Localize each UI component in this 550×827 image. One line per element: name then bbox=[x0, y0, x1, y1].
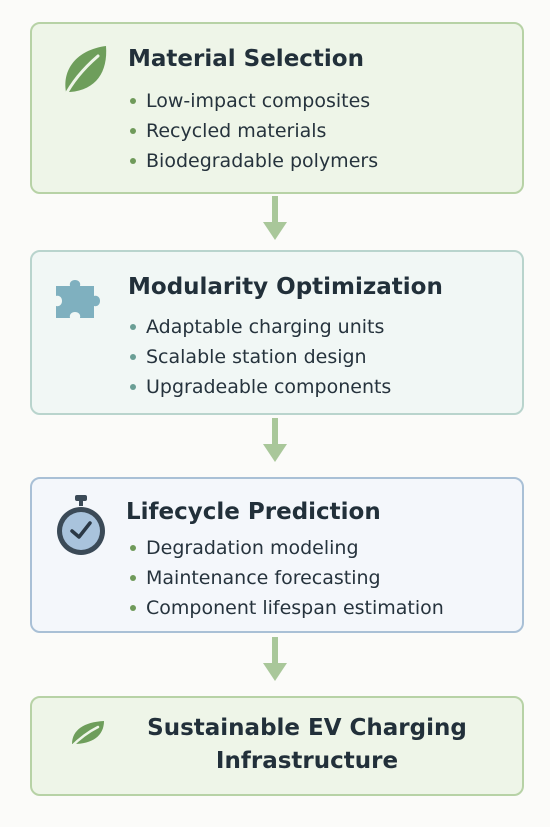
bullet-icon bbox=[130, 354, 136, 360]
list-item: Low-impact composites bbox=[128, 86, 378, 116]
stage-item-list: Low-impact composites Recycled materials… bbox=[128, 86, 378, 176]
bullet-icon bbox=[130, 128, 136, 134]
stopwatch-icon bbox=[57, 495, 105, 555]
list-item: Degradation modeling bbox=[128, 533, 444, 563]
bullet-icon bbox=[130, 98, 136, 104]
puzzle-piece-icon bbox=[56, 280, 100, 318]
list-item: Scalable station design bbox=[128, 342, 391, 372]
down-arrow-icon bbox=[263, 637, 287, 681]
outcome-title-line1: Sustainable EV Charging bbox=[147, 715, 467, 741]
list-item: Upgradeable components bbox=[128, 372, 391, 402]
bullet-icon bbox=[130, 324, 136, 330]
stage-box-modularity-optimization: Modularity Optimization Adaptable chargi… bbox=[30, 250, 524, 415]
bullet-icon bbox=[130, 575, 136, 581]
stage-title: Modularity Optimization bbox=[128, 274, 443, 300]
bullet-icon bbox=[130, 605, 136, 611]
stage-box-material-selection: Material Selection Low-impact composites… bbox=[30, 22, 524, 194]
list-item: Biodegradable polymers bbox=[128, 146, 378, 176]
stage-item-list: Adaptable charging units Scalable statio… bbox=[128, 312, 391, 402]
outcome-title: Sustainable EV Charging Infrastructure bbox=[102, 712, 512, 778]
down-arrow-icon bbox=[263, 196, 287, 240]
stage-item-list: Degradation modeling Maintenance forecas… bbox=[128, 533, 444, 623]
bullet-icon bbox=[130, 158, 136, 164]
list-item: Component lifespan estimation bbox=[128, 593, 444, 623]
leaf-icon bbox=[69, 721, 104, 748]
list-item: Adaptable charging units bbox=[128, 312, 391, 342]
bullet-icon bbox=[130, 545, 136, 551]
outcome-box: Sustainable EV Charging Infrastructure bbox=[30, 696, 524, 796]
down-arrow-icon bbox=[263, 418, 287, 462]
outcome-title-line2: Infrastructure bbox=[215, 748, 399, 774]
list-item: Maintenance forecasting bbox=[128, 563, 444, 593]
bullet-icon bbox=[130, 384, 136, 390]
stage-title: Lifecycle Prediction bbox=[126, 499, 381, 525]
stage-title: Material Selection bbox=[128, 46, 364, 72]
leaf-icon bbox=[62, 46, 107, 100]
list-item: Recycled materials bbox=[128, 116, 378, 146]
stage-box-lifecycle-prediction: Lifecycle Prediction Degradation modelin… bbox=[30, 477, 524, 633]
